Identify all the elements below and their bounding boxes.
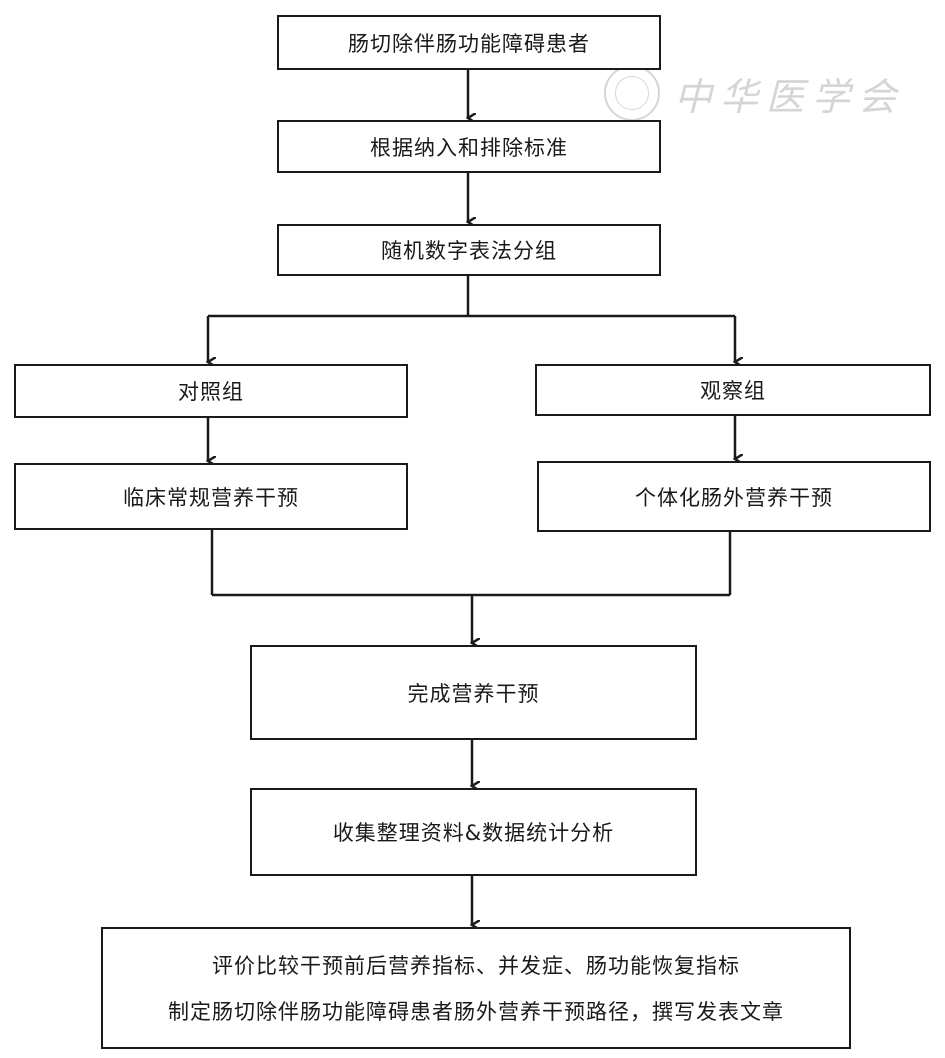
control-group-label: 对照组 — [178, 380, 244, 404]
step-collect-label: 收集整理资料&数据统计分析 — [332, 821, 615, 845]
watermark-text: 中华医学会 — [674, 74, 905, 119]
step-criteria: 根据纳入和排除标准 — [277, 120, 661, 173]
step-patients: 肠切除伴肠功能障碍患者 — [277, 15, 661, 70]
step-complete-label: 完成营养干预 — [407, 681, 540, 706]
publisher-watermark: 中华医学会 — [604, 62, 904, 124]
control-group-box: 对照组 — [14, 364, 408, 418]
final-step-line1: 评价比较干预前后营养指标、并发症、肠功能恢复指标 — [212, 954, 740, 979]
step-randomization-label: 随机数字表法分组 — [381, 239, 557, 263]
control-intervention-label: 临床常规营养干预 — [123, 485, 299, 510]
step-patients-label: 肠切除伴肠功能障碍患者 — [348, 31, 590, 56]
step-collect-box: 收集整理资料&数据统计分析 — [250, 788, 697, 876]
observation-group-label: 观察组 — [700, 379, 766, 403]
observation-group-box: 观察组 — [535, 364, 931, 416]
step-randomization: 随机数字表法分组 — [277, 224, 661, 276]
control-intervention-box: 临床常规营养干预 — [14, 463, 408, 530]
observation-intervention-box: 个体化肠外营养干预 — [537, 461, 931, 532]
final-step-line2: 制定肠切除伴肠功能障碍患者肠外营养干预路径，撰写发表文章 — [168, 999, 784, 1024]
observation-intervention-label: 个体化肠外营养干预 — [635, 485, 833, 510]
final-step-box: 评价比较干预前后营养指标、并发症、肠功能恢复指标 制定肠切除伴肠功能障碍患者肠外… — [101, 927, 851, 1049]
step-complete-box: 完成营养干预 — [250, 645, 697, 740]
step-criteria-label: 根据纳入和排除标准 — [370, 135, 568, 160]
seal-icon — [604, 65, 660, 121]
